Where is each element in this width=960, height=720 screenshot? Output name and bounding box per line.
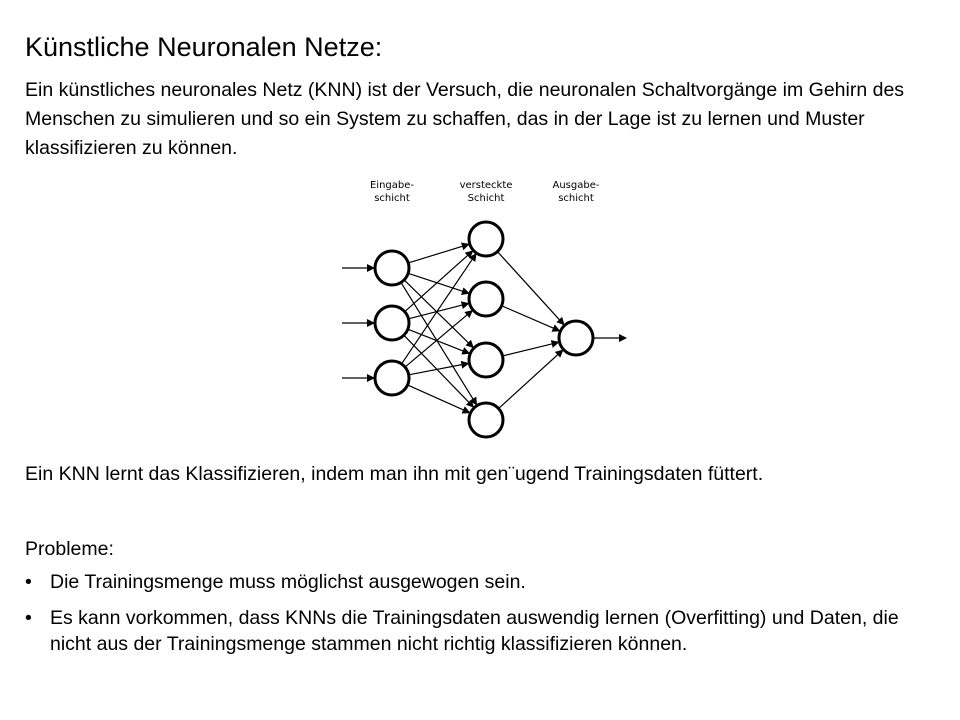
connection-arrow <box>401 253 477 365</box>
problem-text: Die Trainingsmenge muss möglichst ausgew… <box>50 571 526 593</box>
neural-network-svg: Eingabe- schicht versteckte Schicht Ausg… <box>342 180 627 439</box>
layer-label-hidden-line2: Schicht <box>468 193 505 204</box>
connection-arrow <box>498 349 564 409</box>
connection-arrow <box>502 340 560 357</box>
connection-arrow <box>404 309 473 368</box>
connection-arrow <box>407 328 471 355</box>
hidden-node <box>467 280 505 318</box>
input-node <box>373 304 411 342</box>
bullet-icon: • <box>25 607 32 629</box>
page-title: Künstliche Neuronalen Netze: <box>25 32 383 62</box>
neural-network-diagram: Eingabe- schicht versteckte Schicht Ausg… <box>330 170 640 450</box>
connection-arrow <box>408 242 470 264</box>
intro-paragraph: Ein künstliches neuronales Netz (KNN) is… <box>25 79 905 159</box>
hidden-node <box>467 401 505 439</box>
connection-arrow <box>408 301 470 320</box>
input-node <box>373 249 411 287</box>
hidden-node <box>467 341 505 379</box>
layer-label-input-line1: Eingabe- <box>370 180 414 191</box>
problems-list: • Die Trainingsmenge muss möglichst ausg… <box>25 569 940 667</box>
connection-arrow <box>400 282 478 406</box>
layer-label-output-line2: schicht <box>558 193 594 204</box>
bullet-icon: • <box>25 571 32 593</box>
list-item: • Es kann vorkommen, dass KNNs die Train… <box>25 605 940 657</box>
connection-arrow <box>403 334 475 408</box>
problem-text: Es kann vorkommen, dass KNNs die Trainin… <box>50 607 899 655</box>
layer-label-output-line1: Ausgabe- <box>553 180 600 191</box>
connection-arrow <box>403 279 474 349</box>
connection-arrow <box>407 384 471 414</box>
problems-heading: Probleme: <box>25 538 114 560</box>
connection-arrow <box>404 250 474 313</box>
hidden-node <box>467 220 505 258</box>
input-node <box>373 359 411 397</box>
layer-label-input-line2: schicht <box>374 193 410 204</box>
list-item: • Die Trainingsmenge muss möglichst ausg… <box>25 569 940 595</box>
connection-arrow <box>501 305 561 332</box>
connection-arrow <box>496 251 565 326</box>
output-node <box>557 319 595 357</box>
layer-label-hidden-line1: versteckte <box>460 180 513 191</box>
connection-arrow <box>407 272 470 295</box>
training-paragraph: Ein KNN lernt das Klassifizieren, indem … <box>25 463 764 485</box>
connection-arrow <box>408 360 470 376</box>
